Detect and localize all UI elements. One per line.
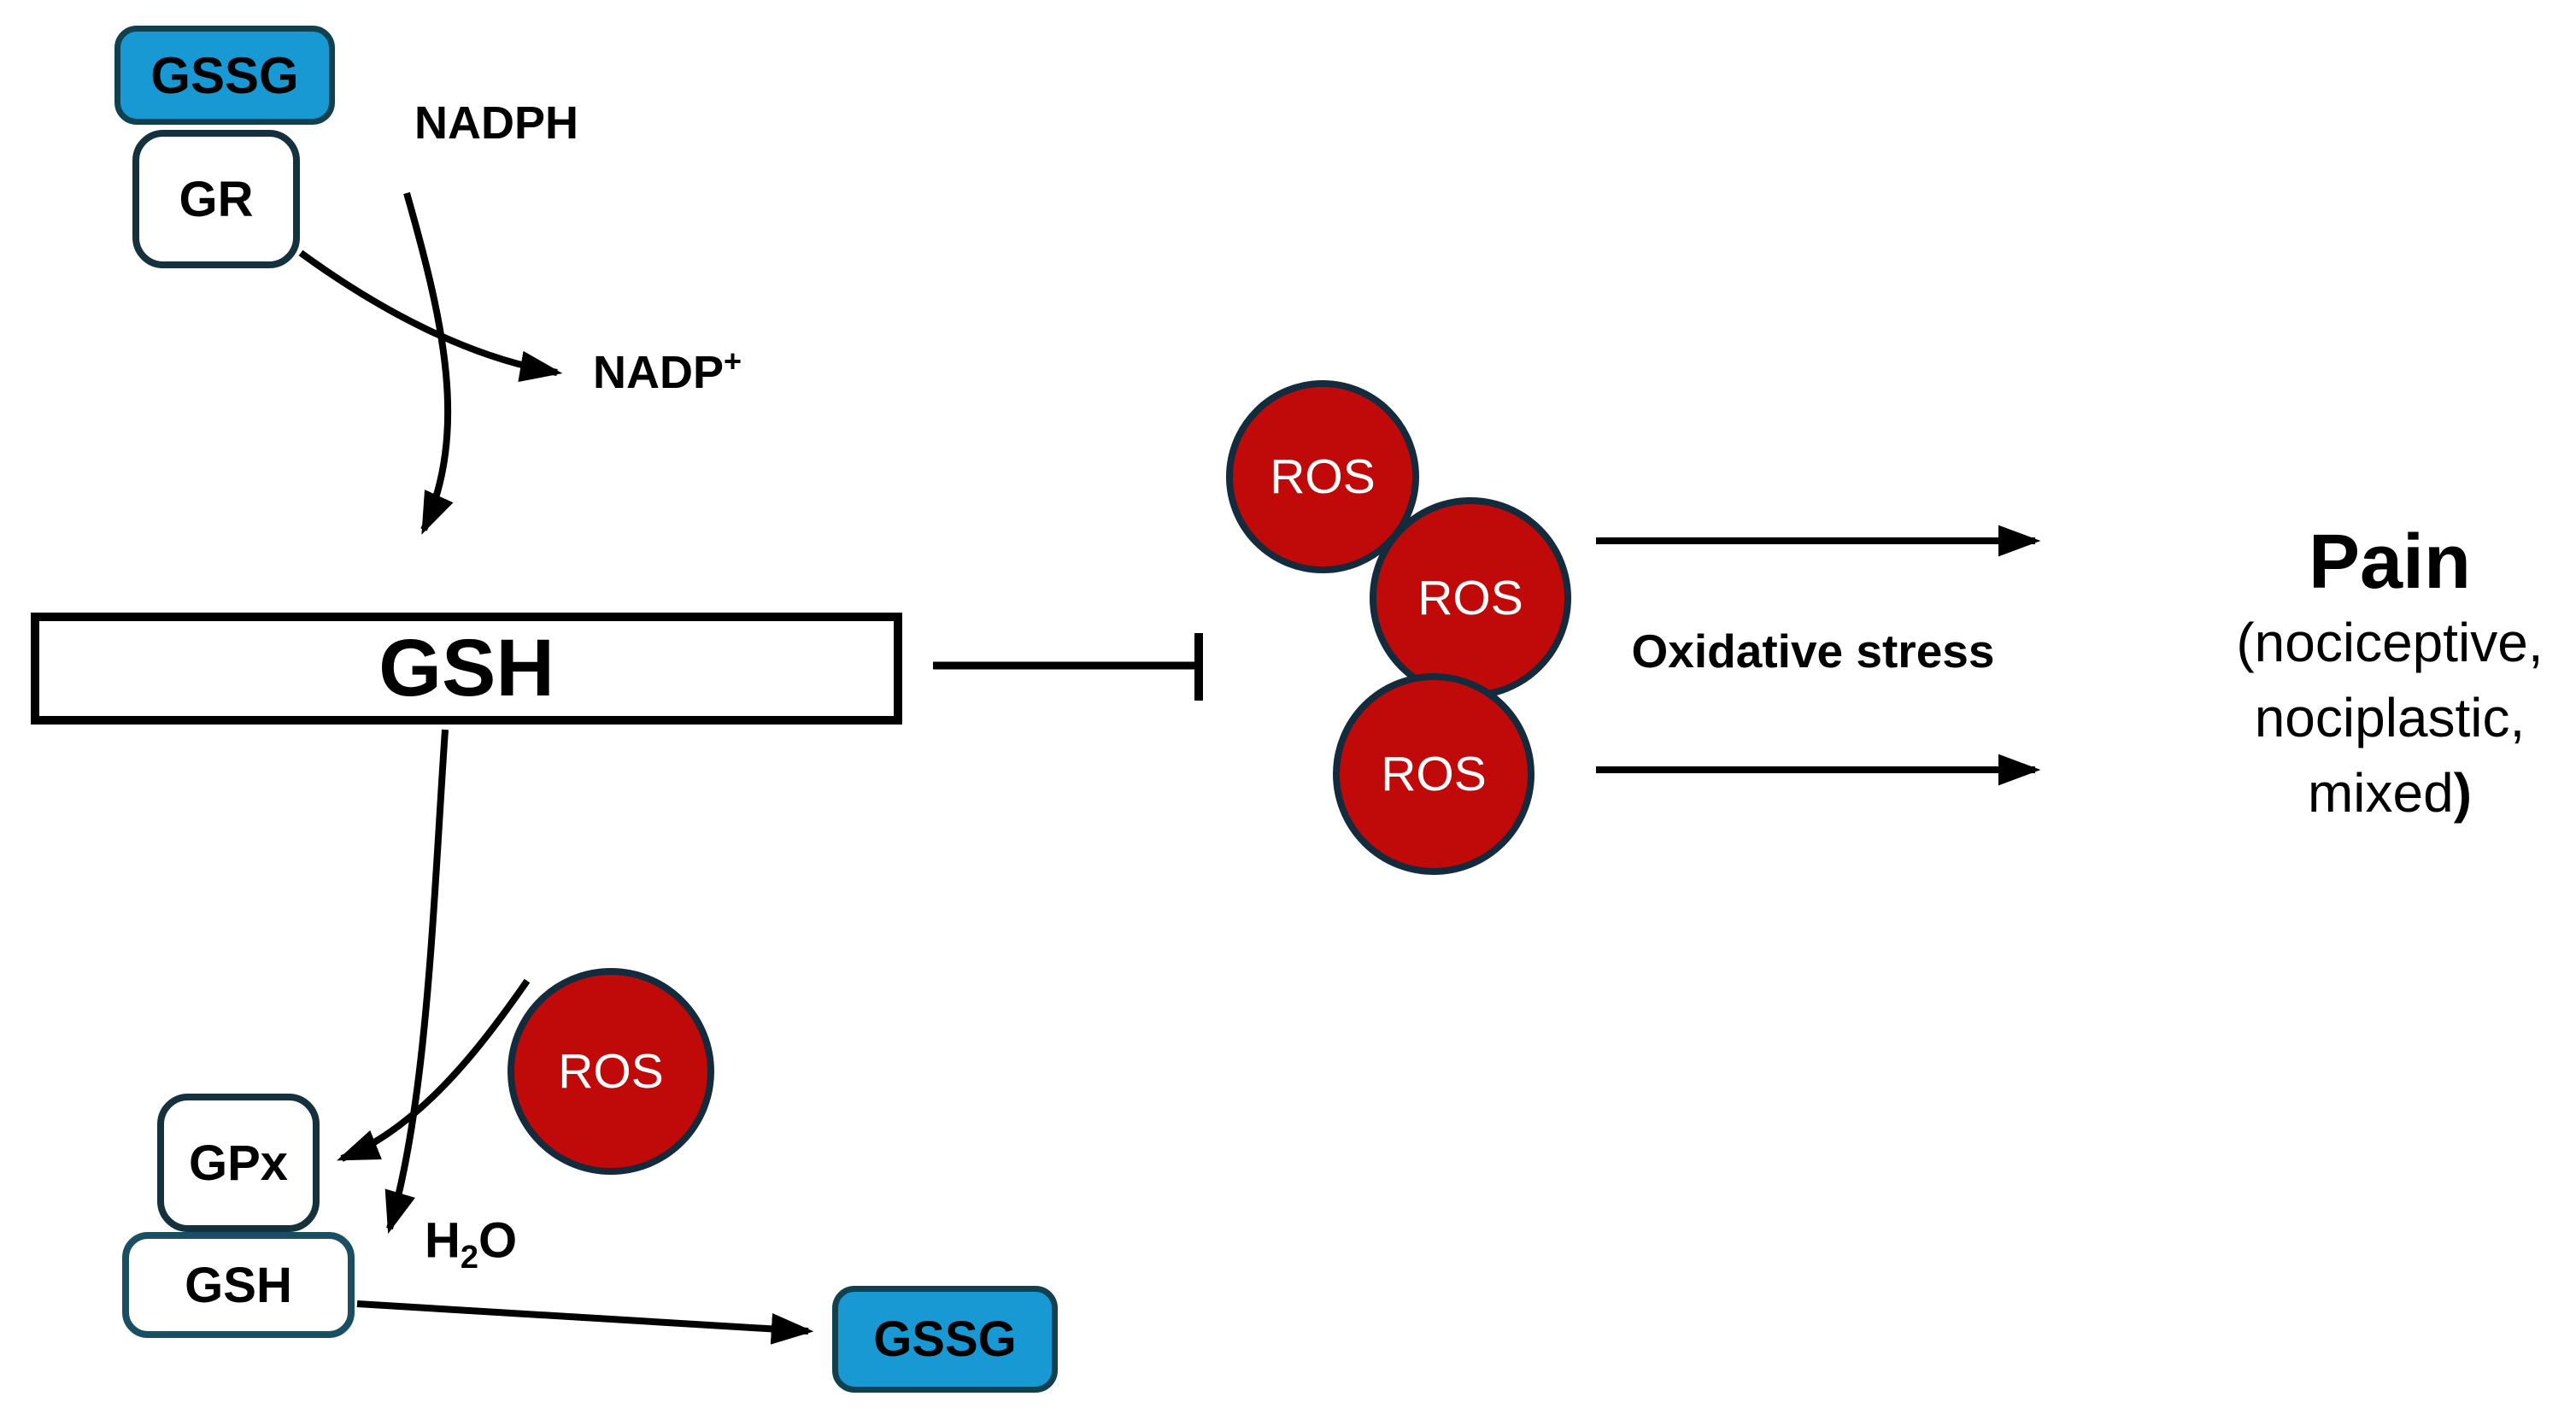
label-nadp-base: NADP [593,347,725,398]
node-gr-enzyme: GR [132,130,300,268]
label-nadp-plus: NADP+ [593,346,742,399]
label-water-h: H [425,1212,461,1269]
arrow-gsh-to-gssg [356,1300,814,1345]
label-oxidative-stress: Oxidative stress [1631,625,1995,678]
label-water-subscript: 2 [460,1240,479,1276]
label-pain-subtype-3: mixed) [2236,755,2543,830]
label-pain-subtype-3-text: mixed [2307,762,2454,824]
label-water: H2O [425,1212,518,1275]
arrow-gsh-to-water [384,729,449,1235]
arrow-ros-to-gpx [337,978,531,1162]
ros-circle-middle: ROS [1370,497,1571,699]
node-gssg-bottom: GSSG [832,1286,1058,1393]
label-pain-close-paren: ) [2453,762,2473,824]
arrow-gr-to-nadp [298,249,563,382]
label-pain-subtype-2: nociplastic, [2254,687,2526,748]
node-gsh-main: GSH [31,613,902,725]
arrow-nadph-to-gsh [403,191,454,535]
label-pain-title: Pain [2308,519,2472,605]
label-water-o: O [478,1212,518,1269]
pain-text-block: Pain (nociceptive, nociplastic, mixed) [2236,519,2543,830]
node-gpx-enzyme: GPx [157,1094,320,1232]
label-pain-subtype-1: (nociceptive, [2236,612,2544,673]
node-gsh-small: GSH [122,1232,355,1338]
ros-circle-lower-left: ROS [508,968,714,1175]
label-nadph: NADPH [414,97,579,149]
ros-circle-bottom: ROS [1333,673,1534,875]
label-nadp-superscript: + [724,343,742,378]
node-gssg-top: GSSG [114,26,335,125]
